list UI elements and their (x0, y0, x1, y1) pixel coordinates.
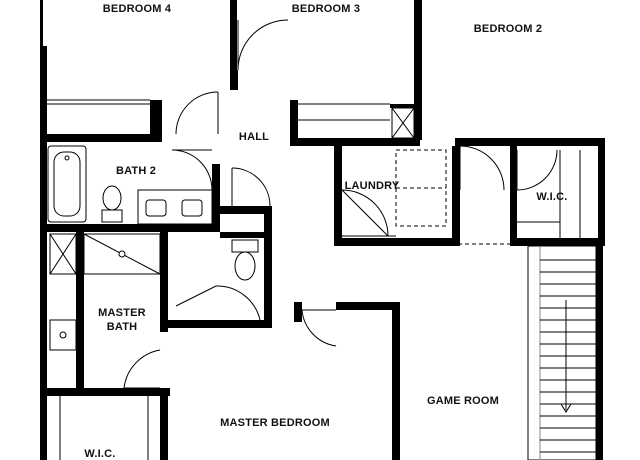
room-label-master-bath-line1: MASTER (98, 307, 146, 319)
doors (123, 19, 558, 389)
room-label-wic-left: W.I.C. (84, 448, 115, 460)
room-label-master-bath-line2: BATH (107, 321, 138, 333)
room-label-hall: HALL (239, 131, 269, 143)
room-label-bath-2: BATH 2 (116, 165, 156, 177)
room-labels: BEDROOM 4 BEDROOM 3 BEDROOM 2 HALL BATH … (84, 3, 567, 460)
room-label-bedroom-3: BEDROOM 3 (292, 3, 360, 15)
room-label-master-bedroom: MASTER BEDROOM (220, 417, 330, 429)
room-label-bedroom-4: BEDROOM 4 (103, 3, 172, 15)
staircase (527, 245, 597, 460)
room-label-laundry: LAUNDRY (345, 180, 400, 192)
walls (40, 0, 605, 460)
room-label-bedroom-2: BEDROOM 2 (474, 23, 542, 35)
details (47, 99, 581, 460)
room-label-wic-right: W.I.C. (536, 191, 567, 203)
room-label-game-room: GAME ROOM (427, 395, 499, 407)
